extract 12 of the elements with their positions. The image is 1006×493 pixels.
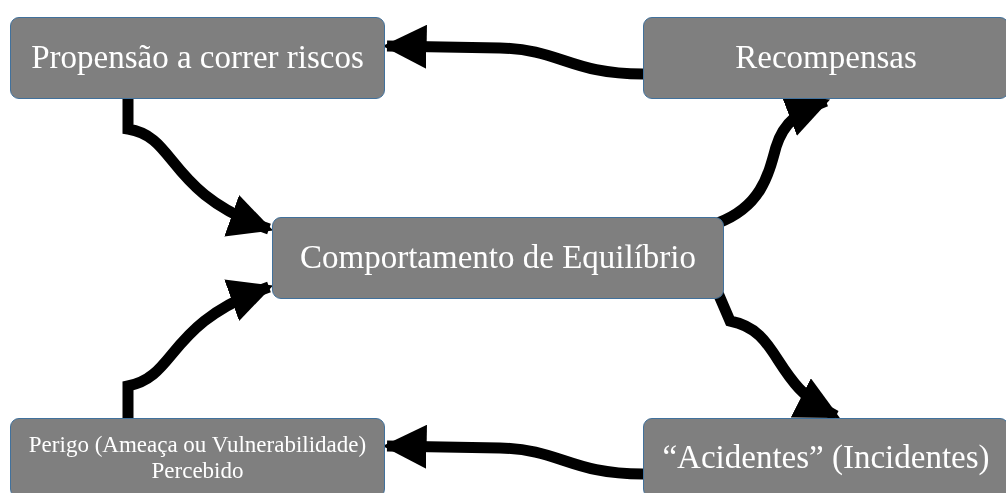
box-label: “Acidentes” (Incidentes) bbox=[662, 439, 990, 477]
box-label: Recompensas bbox=[735, 39, 917, 77]
process-box bbox=[643, 17, 1006, 99]
box-label: Comportamento de Equilíbrio bbox=[300, 239, 696, 277]
box-label: Propensão a correr riscos bbox=[31, 39, 364, 77]
process-box bbox=[10, 418, 385, 493]
curved-arrow bbox=[122, 281, 274, 418]
process-box bbox=[643, 418, 1006, 493]
process-box bbox=[10, 17, 385, 99]
curved-arrow bbox=[122, 99, 274, 235]
process-box bbox=[272, 217, 724, 299]
box-label: Perigo (Ameaça ou Vulnerabilidade) Percebido bbox=[27, 431, 368, 485]
